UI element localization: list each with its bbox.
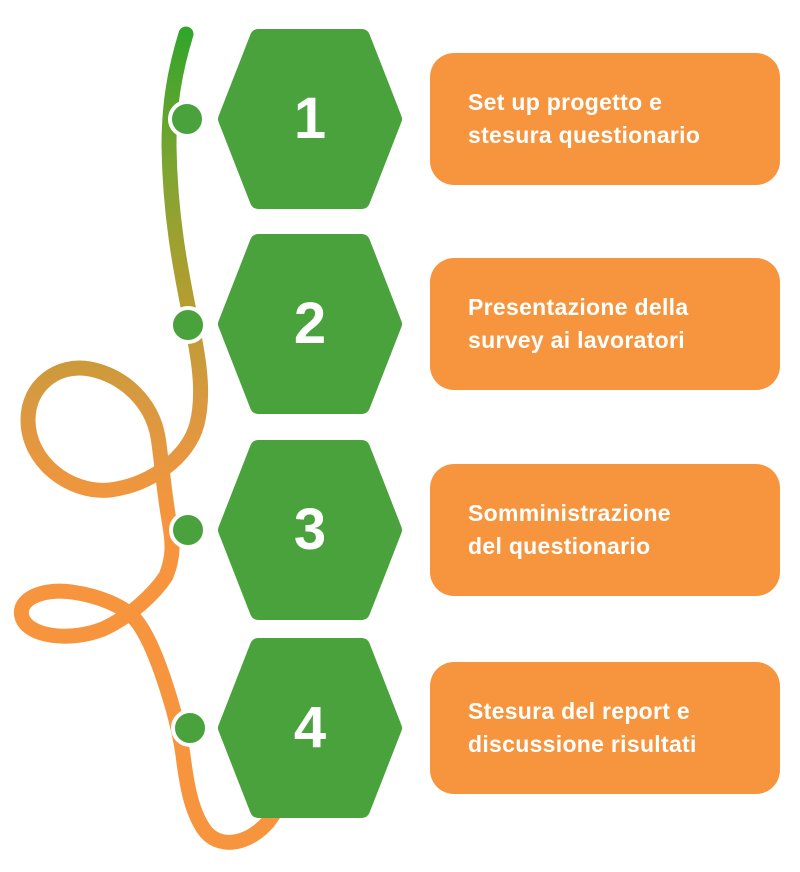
step-row-2: 2 Presentazione della survey ai lavorato… (0, 228, 800, 420)
step-row-1: 1 Set up progetto e stesura questionario (0, 23, 800, 215)
step-number: 1 (293, 86, 327, 151)
step-row-3: 3 Somministrazione del questionario (0, 434, 800, 626)
timeline-dot-3 (169, 511, 207, 549)
step-hexagon (218, 234, 402, 414)
step-number: 4 (293, 695, 327, 760)
step-card: Set up progetto e stesura questionario (430, 53, 780, 185)
step-text-line: discussione risultati (468, 731, 697, 757)
step-hexagon (218, 638, 402, 818)
timeline-dot-2 (169, 306, 207, 344)
step-number: 2 (293, 291, 327, 356)
step-text-line: Stesura del report e (468, 698, 691, 724)
step-text-line: Somministrazione (468, 500, 671, 526)
step-text-line: del questionario (468, 533, 651, 559)
step-text-line: survey ai lavoratori (468, 327, 685, 353)
step-row-4: 4 Stesura del report e discussione risul… (0, 632, 800, 824)
step-hexagon (218, 440, 402, 620)
step-card: Presentazione della survey ai lavoratori (430, 258, 780, 390)
step-hexagon (218, 29, 402, 209)
step-text-line: stesura questionario (468, 122, 701, 148)
timeline-dot-4 (171, 709, 209, 747)
step-number: 3 (293, 497, 327, 562)
step-card: Stesura del report e discussione risulta… (430, 662, 780, 794)
step-text-line: Presentazione della (468, 294, 689, 320)
step-card: Somministrazione del questionario (430, 464, 780, 596)
step-text-line: Set up progetto e (468, 89, 663, 115)
timeline-dot-1 (168, 100, 206, 138)
